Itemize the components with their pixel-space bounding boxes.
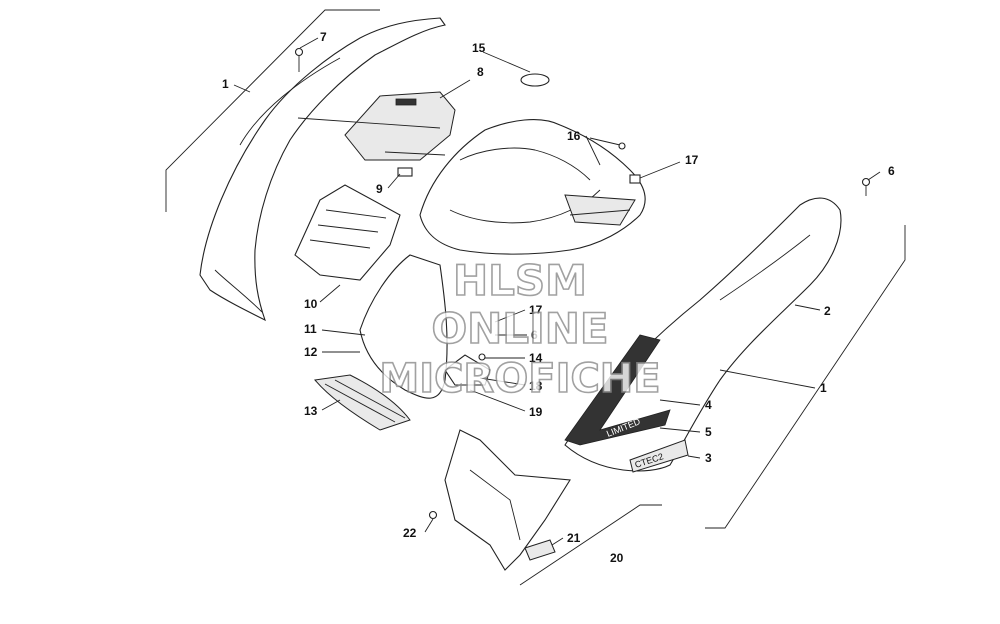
callout-22: 22 (403, 526, 417, 540)
callout-1-left: 1 (222, 77, 229, 91)
windshield-8[interactable] (297, 91, 456, 161)
watermark-line3: MICROFICHE (379, 356, 660, 402)
callout-12: 12 (304, 345, 318, 359)
bracket-18[interactable] (444, 354, 491, 386)
clip-21[interactable] (524, 539, 556, 561)
callout-9: 9 (376, 182, 383, 196)
watermark-line1: HLSM (453, 256, 587, 305)
screw-22[interactable] (428, 510, 438, 520)
callout-4: 4 (705, 398, 712, 412)
callout-17-top: 17 (685, 153, 699, 167)
screw-14[interactable] (478, 353, 486, 361)
watermark-line2: ONLINE (431, 304, 608, 353)
callout-16: 16 (567, 129, 581, 143)
front-bumper-20[interactable] (444, 429, 571, 571)
callout-14: 14 (529, 351, 543, 365)
bracket-1-right (705, 225, 906, 529)
callout-6-mid: 6 (531, 328, 538, 342)
callout-3: 3 (705, 451, 712, 465)
bracket-20 (519, 504, 662, 586)
callout-13: 13 (304, 404, 318, 418)
callout-18: 18 (529, 379, 543, 393)
callout-15: 15 (472, 41, 486, 55)
callout-10: 10 (304, 297, 318, 311)
callout-11: 11 (304, 322, 317, 336)
watermark: HLSM ONLINE MICROFICHE (379, 255, 662, 403)
callout-19: 19 (529, 405, 543, 419)
callout-1-right: 1 (820, 381, 827, 395)
callout-labels: 1 7 15 8 16 17 9 6 2 10 17 11 6 12 14 18… (222, 30, 895, 565)
grill-insert-10[interactable] (294, 184, 401, 281)
screw-7[interactable] (294, 47, 304, 73)
callout-20: 20 (610, 551, 624, 565)
retainer-16[interactable] (589, 137, 626, 150)
lower-nose-11[interactable] (359, 254, 448, 399)
screw-6-top[interactable] (861, 177, 871, 197)
callout-8: 8 (477, 65, 484, 79)
clip-9[interactable] (397, 167, 413, 177)
callout-2: 2 (824, 304, 831, 318)
leader-lines (233, 37, 881, 546)
mesh-screen-13[interactable] (314, 374, 411, 431)
callout-17-mid: 17 (529, 303, 543, 317)
badge-15[interactable] (520, 73, 550, 87)
callout-6-top: 6 (888, 164, 895, 178)
hood-left-panel[interactable] (199, 17, 446, 322)
retainer-17-top[interactable] (629, 174, 641, 184)
callout-5: 5 (705, 425, 712, 439)
callout-21: 21 (567, 531, 581, 545)
callout-7: 7 (320, 30, 327, 44)
center-body[interactable] (419, 119, 646, 255)
